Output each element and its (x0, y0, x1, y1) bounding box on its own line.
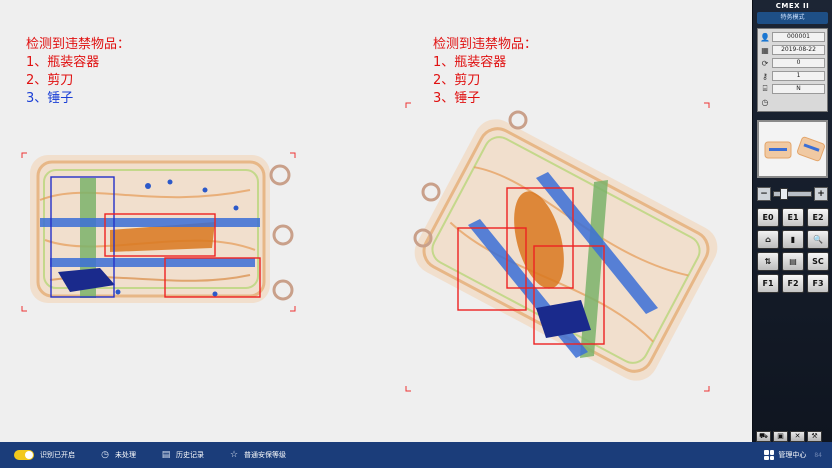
clock-value (772, 97, 825, 107)
operator-id: 000001 (772, 32, 825, 42)
pending-button[interactable]: ◷ 未处理 (99, 449, 136, 461)
contrast-icon[interactable]: ▮ (782, 230, 804, 249)
info-row-key: ⚷ 1 (760, 70, 825, 82)
version-label: 84 (814, 451, 822, 459)
thumbnail-preview (764, 136, 826, 162)
key-e0[interactable]: E0 (757, 208, 779, 227)
security-level-label: 普通安保等级 (244, 451, 286, 459)
zoom-slider-track[interactable] (773, 188, 812, 200)
key-f1[interactable]: F1 (757, 274, 779, 293)
info-row-bag: ⌸ N (760, 83, 825, 95)
bag-value: N (772, 84, 825, 94)
app-title: CMEX II (775, 2, 810, 10)
info-row-date: ▦ 2019-08-22 (760, 44, 825, 56)
zoom-slider-row: − + (757, 186, 828, 202)
counter-icon: ⟳ (761, 58, 769, 68)
mode-label[interactable]: 特务模式 (757, 12, 828, 24)
tool-strip: ⛟ ▣ ✕ ⚒ (756, 431, 832, 442)
calendar-icon: ▦ (761, 45, 769, 55)
info-row-counter: ⟳ 0 (760, 57, 825, 69)
xray-image-right (405, 102, 718, 392)
cart-icon[interactable]: ⛟ (756, 431, 771, 442)
swap-icon[interactable]: ⇅ (757, 252, 779, 271)
key-e2[interactable]: E2 (807, 208, 829, 227)
clock-icon: ◷ (761, 97, 769, 107)
alert-item-bottle: 1、瓶装容器 (433, 55, 507, 70)
recognition-status: 识别已开启 (40, 450, 75, 460)
alert-panel-left: 检测到违禁物品： 1、瓶装容器 2、剪刀 3、锤子 (26, 36, 130, 108)
filter-icon[interactable]: ▤ (782, 252, 804, 271)
alert-item-hammer: 3、锤子 (433, 91, 481, 106)
image-thumbnail[interactable] (757, 120, 828, 178)
clock-icon: ◷ (101, 450, 109, 460)
function-key-grid: E0 E1 E2 ⌂ ▮ 🔍 ⇅ ▤ SC F1 F2 F3 (757, 208, 829, 293)
key-sc[interactable]: SC (807, 252, 829, 271)
star-icon: ☆ (229, 450, 239, 460)
tools-icon[interactable]: ✕ (790, 431, 805, 442)
zoom-in-button[interactable]: + (814, 187, 828, 201)
user-icon: 👤 (760, 32, 770, 42)
info-row-clock: ◷ (760, 96, 825, 108)
xray-view-left[interactable]: 检测到违禁物品： 1、瓶装容器 2、剪刀 3、锤子 (0, 0, 376, 442)
history-button[interactable]: ▤ 历史记录 (160, 449, 204, 461)
key-icon: ⚷ (762, 71, 768, 81)
xray-image-left (21, 152, 296, 312)
wrench-icon[interactable]: ⚒ (807, 431, 822, 442)
alert-item-bottle: 1、瓶装容器 (26, 55, 100, 70)
alert-panel-right: 检测到违禁物品： 1、瓶装容器 2、剪刀 3、锤子 (433, 36, 537, 108)
image-icon[interactable]: ▣ (773, 431, 788, 442)
pending-label: 未处理 (115, 451, 136, 459)
management-center-button[interactable]: 管理中心 84 (764, 442, 822, 468)
xray-view-right[interactable]: 检测到违禁物品： 1、瓶装容器 2、剪刀 3、锤子 (376, 0, 752, 442)
alert-title: 检测到违禁物品： (26, 37, 131, 52)
control-sidebar: CMEX II 特务模式 👤 000001 ▦ 2019-08-22 ⟳ 0 ⚷… (752, 0, 832, 442)
zoom-slider-thumb[interactable] (780, 188, 788, 200)
history-label: 历史记录 (176, 451, 204, 459)
alert-item-hammer: 3、锤子 (26, 91, 74, 106)
document-icon: ▤ (161, 450, 171, 460)
zoom-out-button[interactable]: − (757, 187, 771, 201)
info-panel: 👤 000001 ▦ 2019-08-22 ⟳ 0 ⚷ 1 ⌸ N ◷ (757, 28, 828, 112)
xray-viewport[interactable]: 检测到违禁物品： 1、瓶装容器 2、剪刀 3、锤子 (0, 0, 752, 442)
grid-icon (764, 450, 775, 460)
security-level-button[interactable]: ☆ 普通安保等级 (228, 449, 286, 461)
info-row-operator: 👤 000001 (760, 31, 825, 43)
bag-icon: ⌸ (762, 84, 768, 93)
alert-title: 检测到违禁物品： (433, 37, 538, 52)
recognition-label: 识别已开启 (40, 451, 75, 459)
date-value: 2019-08-22 (772, 45, 825, 55)
alert-item-scissors: 2、剪刀 (433, 73, 481, 88)
key-e1[interactable]: E1 (782, 208, 804, 227)
key-f3[interactable]: F3 (807, 274, 829, 293)
counter-value: 0 (772, 58, 825, 68)
magnify-icon[interactable]: 🔍 (807, 230, 829, 249)
recognition-toggle[interactable] (14, 450, 34, 460)
management-label: 管理中心 (778, 451, 807, 459)
status-bar: 识别已开启 ◷ 未处理 ▤ 历史记录 ☆ 普通安保等级 管理中心 84 (0, 442, 832, 468)
key-f2[interactable]: F2 (782, 274, 804, 293)
key-value: 1 (772, 71, 825, 81)
home-icon[interactable]: ⌂ (757, 230, 779, 249)
alert-item-scissors: 2、剪刀 (26, 73, 74, 88)
